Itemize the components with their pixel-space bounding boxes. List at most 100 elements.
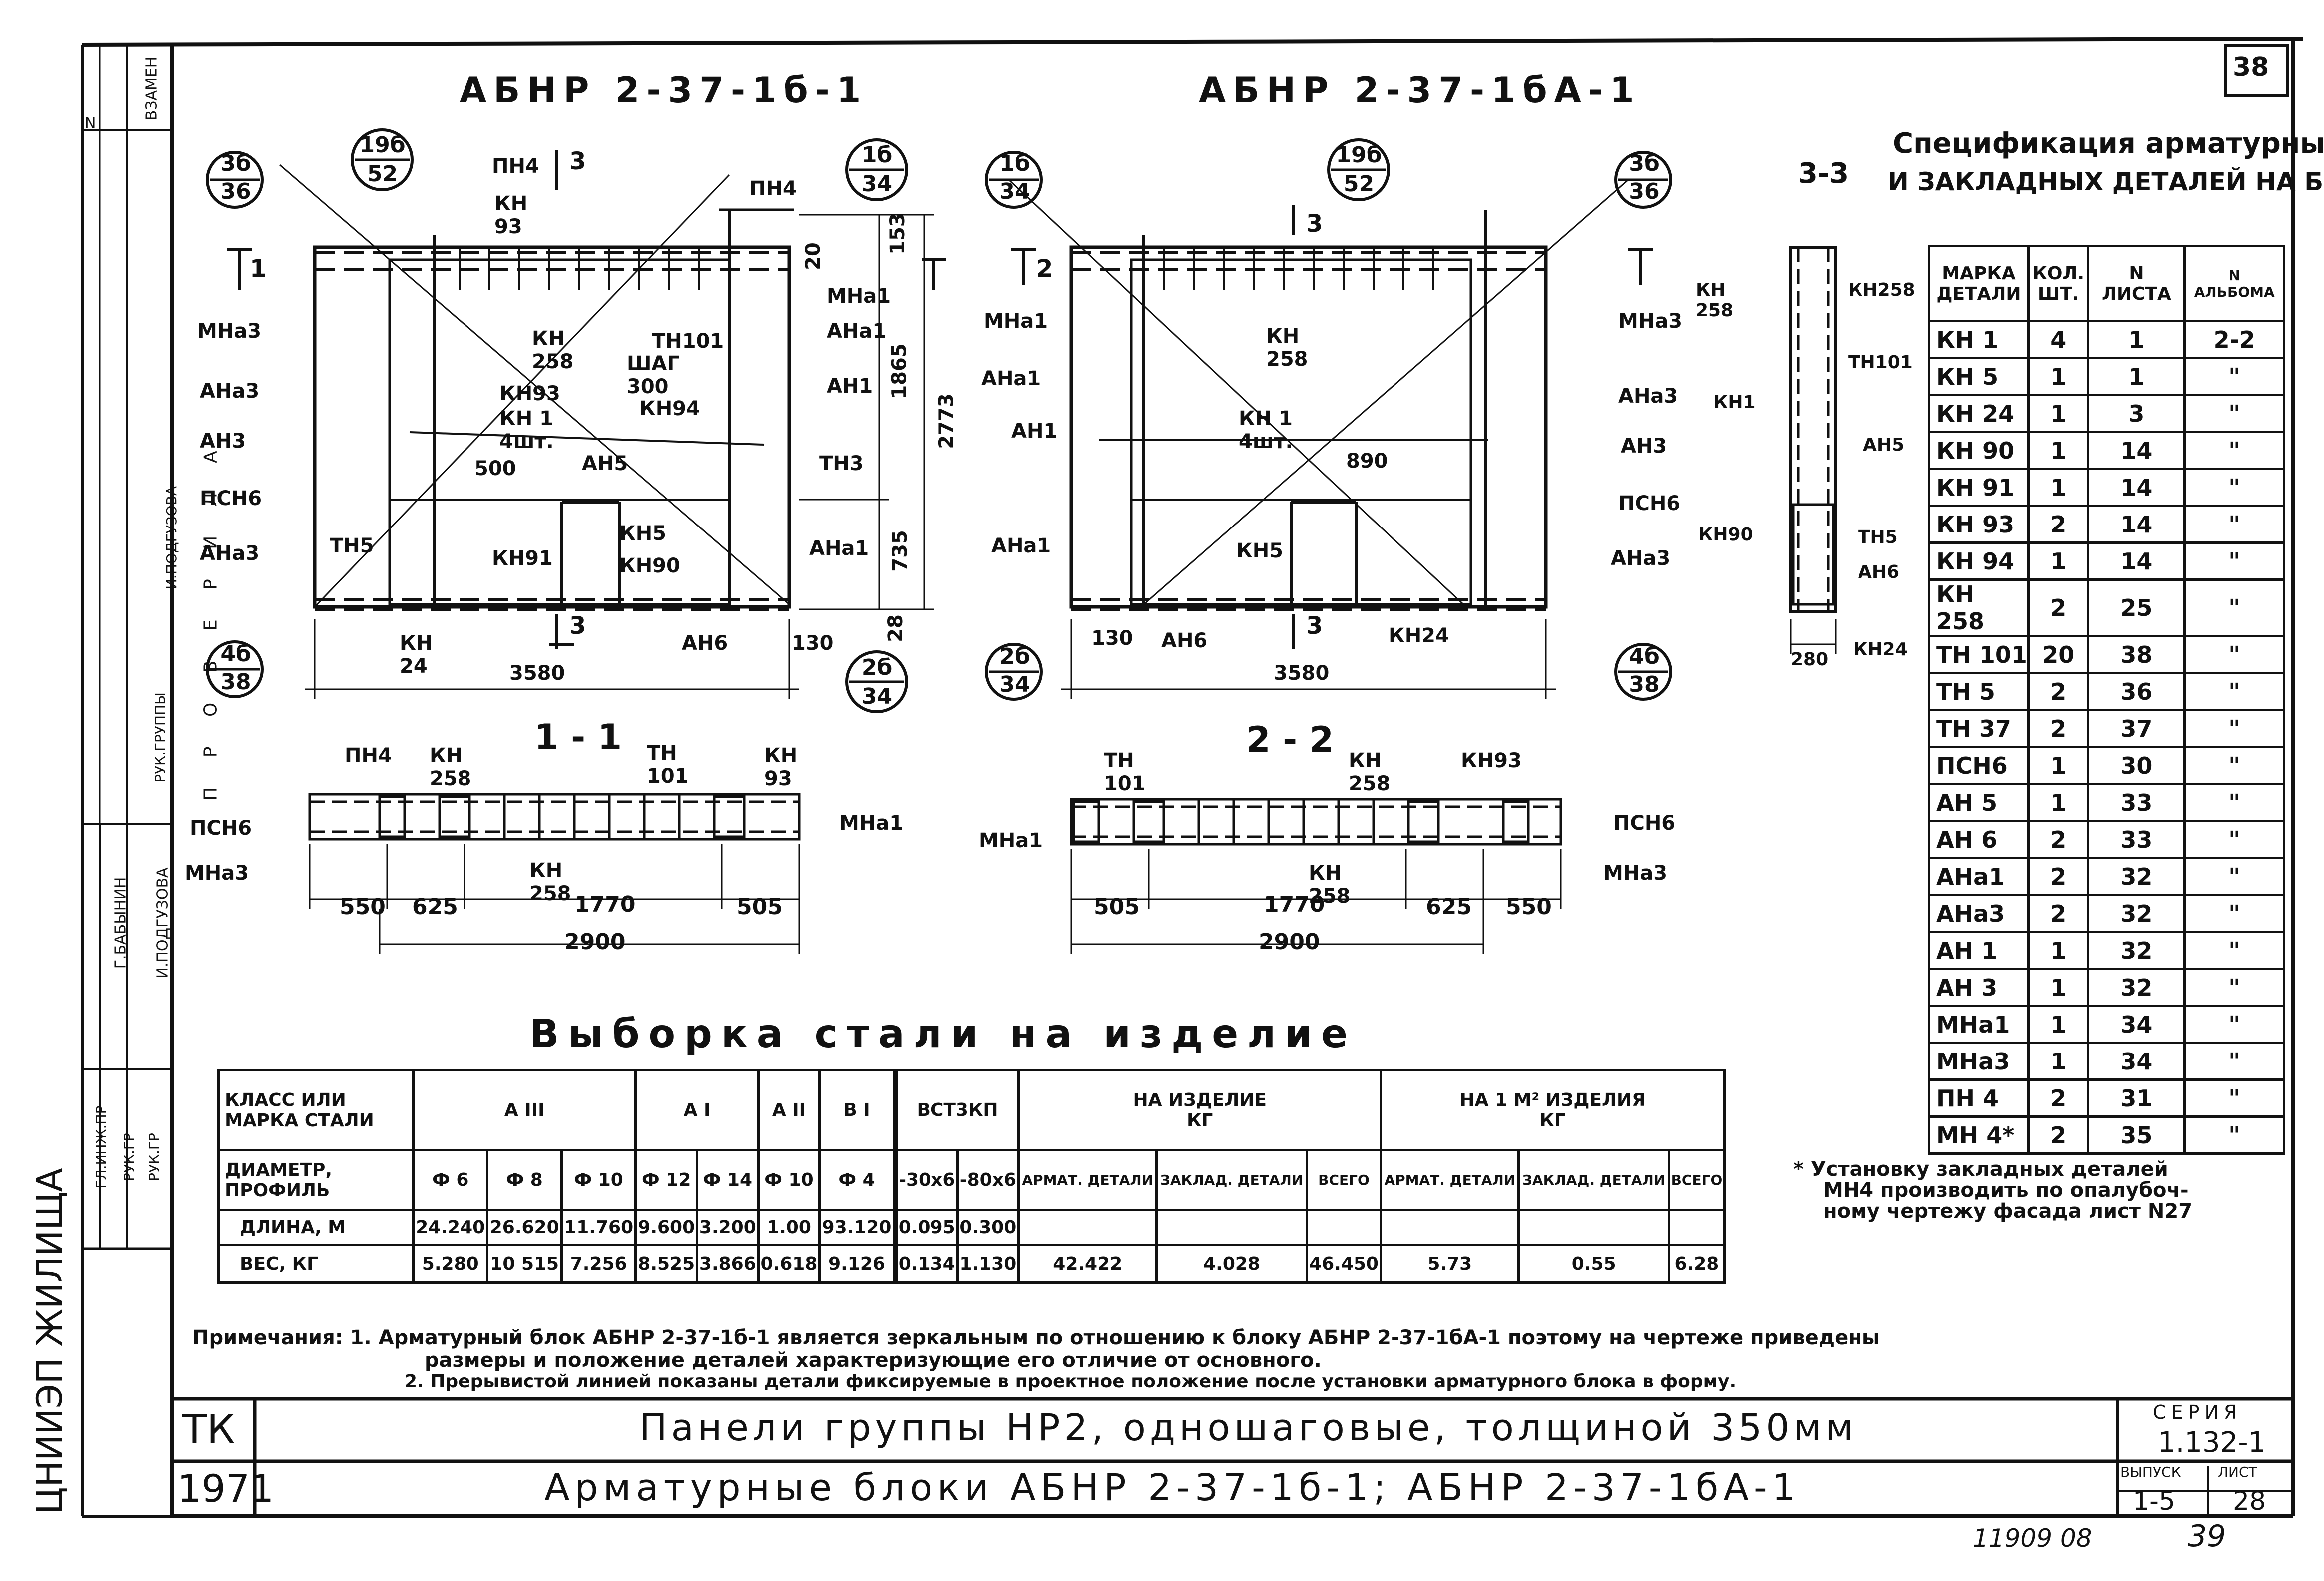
spec-cell-qty: 2 xyxy=(2027,857,2090,896)
cell-w-5: 0.618 xyxy=(757,1244,821,1284)
spec-cell-qty: 1 xyxy=(2027,468,2090,507)
h-l2: ШТ. xyxy=(2037,283,2079,304)
spec-cell-mark: ТН 101 xyxy=(1928,635,2030,674)
spec-cell-sheet: 1 xyxy=(2087,357,2186,396)
h-l2: ДЕТАЛИ xyxy=(1936,283,2021,304)
label-kn258: КН 258 xyxy=(1266,325,1308,371)
spec-cell-album: " xyxy=(2183,635,2285,674)
label-mna3: МНа3 xyxy=(197,320,262,343)
right-callout-5: 4б 38 xyxy=(1624,643,1664,699)
spec-cell-sheet: 32 xyxy=(2087,857,2186,896)
spec-cell-sheet: 37 xyxy=(2087,709,2186,748)
margin-top-label-2: N xyxy=(85,115,96,132)
label-kn1: КН 1 4шт. xyxy=(1239,407,1293,453)
spec-cell-sheet: 3 xyxy=(2087,394,2186,433)
cell-total-0: 42.422 xyxy=(1017,1244,1158,1284)
dim-550: 550 xyxy=(340,894,386,920)
label-pn4: ПН4 xyxy=(492,155,539,178)
note-line-2: размеры и положение деталей характеризую… xyxy=(425,1349,1322,1372)
h-l2: АЛЬБОМА xyxy=(2194,283,2275,300)
right-callout-4: 2б 34 xyxy=(995,643,1035,699)
cell-class-vst3kp: ВСТ3КП xyxy=(895,1069,1020,1151)
label-kn24: КН24 xyxy=(1389,624,1449,647)
cell-weight-label: ВЕС, КГ xyxy=(217,1244,415,1284)
label-kn24: КН24 xyxy=(1853,639,1908,660)
spec-cell-sheet: 33 xyxy=(2087,820,2186,859)
left-callout-1: 3б 36 xyxy=(216,150,256,206)
spec-cell-sheet: 14 xyxy=(2087,468,2186,507)
callout-top: 1б xyxy=(861,142,893,168)
spec-cell-qty: 1 xyxy=(2027,783,2090,822)
spec-cell-qty: 2 xyxy=(2027,894,2090,933)
cell-total-2: 46.450 xyxy=(1305,1244,1383,1284)
right-callout-3: 3б 36 xyxy=(1624,150,1664,206)
steel-row-weight: ВЕС, КГ 5.280 10 515 7.256 8.525 3.866 0… xyxy=(217,1244,1726,1284)
cell-w-9: 1.130 xyxy=(956,1244,1020,1284)
spec-cell-mark: АН 1 xyxy=(1928,931,2030,970)
spec-cell-qty: 2 xyxy=(2027,709,2090,748)
label-psn6: ПСН6 xyxy=(1618,492,1681,515)
label-psn6: ПСН6 xyxy=(1613,812,1676,835)
dim-3580: 3580 xyxy=(1274,662,1330,685)
cell-len-7 xyxy=(892,1209,898,1246)
h-l1: N xyxy=(2129,263,2144,284)
spec-cell-mark: КН 91 xyxy=(1928,468,2030,507)
cell-w-2: 7.256 xyxy=(560,1244,637,1284)
margin-role-1: ГЛ.ИНЖ.ПР xyxy=(93,1105,110,1189)
cell-diam-1: Ф 8 xyxy=(486,1149,563,1211)
title-right-block: АБНР 2-37-1бА-1 xyxy=(1199,70,1641,111)
spec-cell-sheet: 30 xyxy=(2087,746,2186,785)
cell-diam-0: Ф 6 xyxy=(412,1149,489,1211)
cell-diam-5: Ф 10 xyxy=(757,1149,821,1211)
h-l1: МАРКА xyxy=(1942,263,2016,284)
spec-cell-mark: АН 6 xyxy=(1928,820,2030,859)
cell-class-a3: А III xyxy=(412,1069,637,1151)
cell-length-label: ДЛИНА, М xyxy=(217,1209,415,1246)
spec-cell-mark: КН 24 xyxy=(1928,394,2030,433)
title-left-block: АБНР 2-37-1б-1 xyxy=(460,70,868,111)
cell-diam-4: Ф 14 xyxy=(696,1149,760,1211)
spec-cell-sheet: 14 xyxy=(2087,431,2186,470)
label-tn5: ТН5 xyxy=(1858,527,1898,547)
cell-sub-4: ЗАКЛАД. ДЕТАЛИ xyxy=(1517,1149,1670,1211)
spec-cell-qty: 1 xyxy=(2027,746,2090,785)
section-mark-1: 1 xyxy=(250,255,267,283)
spec-cell-mark: ПСН6 xyxy=(1928,746,2030,785)
label-ana1: АНа1 xyxy=(827,320,887,343)
callout-bottom: 52 xyxy=(367,161,398,187)
sheet-value: 28 xyxy=(2233,1486,2266,1516)
h-l1: N xyxy=(2228,267,2240,284)
cell-class-label: КЛАСС ИЛИ МАРКА СТАЛИ xyxy=(217,1069,415,1151)
cell-len-0: 24.240 xyxy=(412,1209,489,1246)
callout-bottom: 52 xyxy=(1343,171,1375,197)
spec-cell-mark: КН 93 xyxy=(1928,505,2030,544)
label-kn258: КН 258 xyxy=(1349,749,1391,795)
callout-bottom: 34 xyxy=(999,672,1030,697)
dim-153: 153 xyxy=(886,213,909,255)
spec-cell-sheet: 35 xyxy=(2087,1115,2186,1155)
spec-cell-album: " xyxy=(2183,394,2285,433)
cell-len-8: 0.095 xyxy=(895,1209,959,1246)
per-m2-1: НА 1 М² ИЗДЕЛИЯ xyxy=(1459,1089,1646,1110)
callout-bottom: 36 xyxy=(220,179,251,204)
label-890: 890 xyxy=(1346,450,1388,473)
spec-cell-mark: МНа3 xyxy=(1928,1042,2030,1081)
spec-cell-mark: ТН 37 xyxy=(1928,709,2030,748)
spec-cell-sheet: 34 xyxy=(2087,1042,2186,1081)
label-tn101: ТН101 xyxy=(1848,352,1913,373)
spec-cell-qty: 1 xyxy=(2027,394,2090,433)
section-mark-2: 2 xyxy=(1036,255,1053,283)
label-kn258-2: КН 258 xyxy=(529,859,571,905)
label-kn93: КН 93 xyxy=(494,192,528,238)
spec-cell-album: " xyxy=(2183,746,2285,785)
cell-w-3: 8.525 xyxy=(634,1244,699,1284)
dim-20: 20 xyxy=(801,242,825,270)
label-ana3: АНа3 xyxy=(200,380,260,403)
cell-len-empty xyxy=(1517,1209,1670,1246)
label-an3: АН3 xyxy=(200,430,246,453)
